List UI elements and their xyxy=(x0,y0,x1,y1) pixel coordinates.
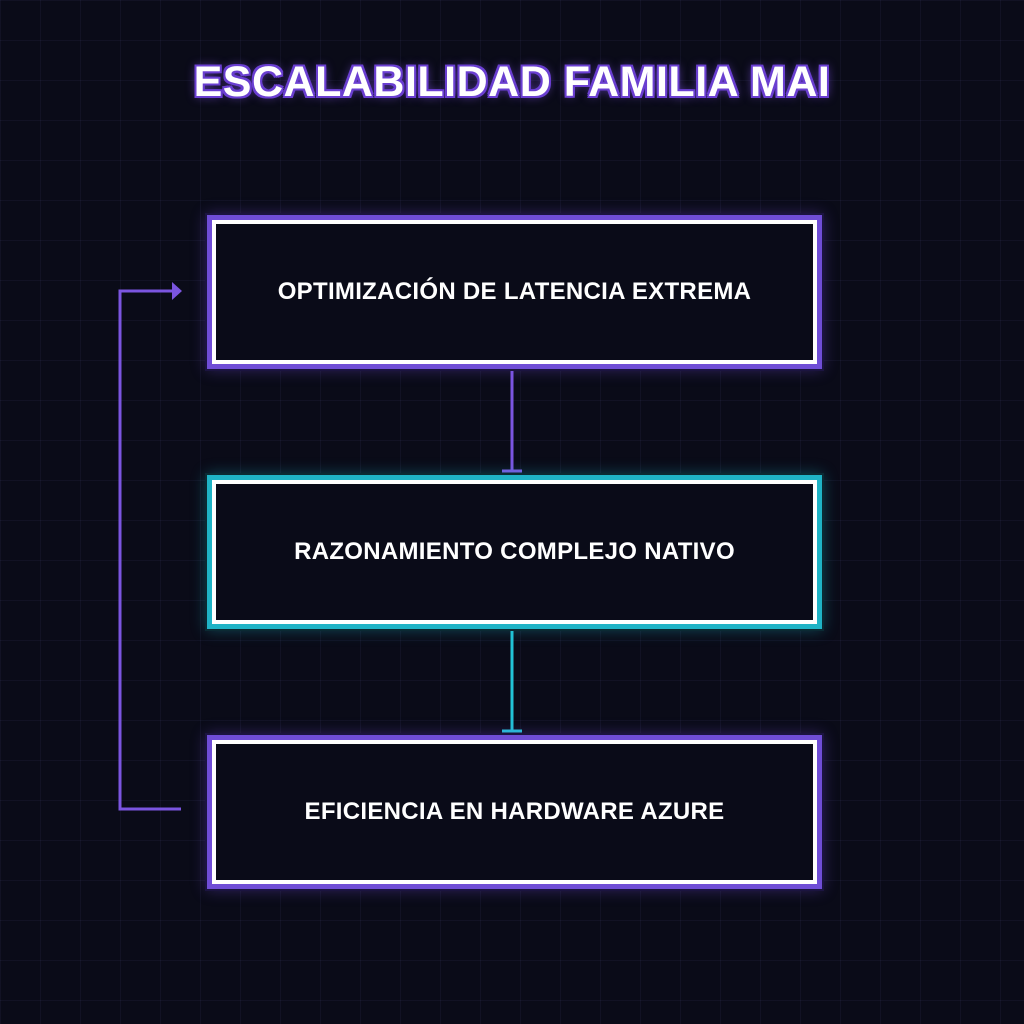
edge-n3-n1-loop xyxy=(118,282,182,811)
diagram-title: ESCALABILIDAD FAMILIA MAI xyxy=(193,58,831,106)
node-label: OPTIMIZACIÓN DE LATENCIA EXTREMA xyxy=(277,278,752,305)
node-label: EFICIENCIA EN HARDWARE AZURE xyxy=(304,798,725,825)
edge-n2-n3 xyxy=(502,624,522,733)
node-label: RAZONAMIENTO COMPLEJO NATIVO xyxy=(294,538,735,565)
node-razonamiento-complejo: RAZONAMIENTO COMPLEJO NATIVO xyxy=(212,480,817,624)
node-optimizacion-latencia: OPTIMIZACIÓN DE LATENCIA EXTREMA xyxy=(212,220,817,364)
node-eficiencia-hardware: EFICIENCIA EN HARDWARE AZURE xyxy=(212,740,817,884)
arrowhead-icon xyxy=(172,282,182,300)
edge-n1-n2 xyxy=(502,364,522,473)
